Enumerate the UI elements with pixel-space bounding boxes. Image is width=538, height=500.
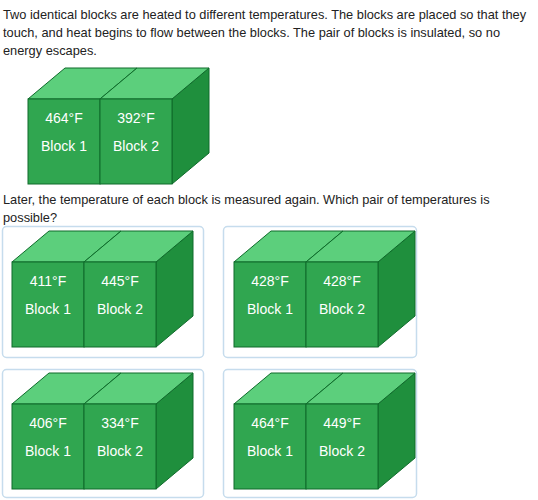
temperature-value: 428°F bbox=[234, 272, 306, 290]
answer-panel bbox=[224, 227, 417, 358]
block-top-face bbox=[306, 231, 415, 262]
temperature-value: 464°F bbox=[28, 109, 100, 127]
temperature-block: 406°F Block 1 bbox=[12, 404, 84, 489]
block-name: Block 2 bbox=[306, 442, 378, 460]
block-front-face bbox=[234, 404, 306, 489]
block-front-face bbox=[84, 262, 156, 347]
block-front-face bbox=[84, 404, 156, 489]
temperature-value: 445°F bbox=[84, 272, 156, 290]
temperature-value: 392°F bbox=[100, 109, 172, 127]
block-front-face bbox=[306, 404, 378, 489]
block-name: Block 2 bbox=[84, 300, 156, 318]
answer-panel bbox=[224, 370, 417, 498]
temperature-block: 428°F Block 2 bbox=[306, 262, 378, 347]
temperature-block: 464°F Block 1 bbox=[28, 99, 100, 184]
temperature-block: 411°F Block 1 bbox=[12, 262, 84, 347]
temperature-value: 406°F bbox=[12, 414, 84, 432]
temperature-value: 449°F bbox=[306, 414, 378, 432]
block-front-face bbox=[234, 262, 306, 347]
block-top-face bbox=[306, 373, 415, 404]
question-text: Two identical blocks are heated to diffe… bbox=[3, 6, 537, 60]
block-front-face bbox=[12, 262, 84, 347]
temperature-value: 428°F bbox=[306, 272, 378, 290]
answer-panel bbox=[3, 370, 204, 498]
answer-panel bbox=[3, 227, 204, 358]
block-top-face bbox=[84, 231, 193, 262]
temperature-value: 464°F bbox=[234, 414, 306, 432]
block-name: Block 1 bbox=[234, 300, 306, 318]
block-top-face bbox=[84, 373, 193, 404]
block-front-face bbox=[100, 99, 172, 184]
block-name: Block 2 bbox=[100, 137, 172, 155]
block-front-face bbox=[306, 262, 378, 347]
block-name: Block 1 bbox=[12, 300, 84, 318]
block-top-face bbox=[100, 68, 209, 99]
block-name: Block 2 bbox=[306, 300, 378, 318]
block-name: Block 2 bbox=[84, 442, 156, 460]
block-name: Block 1 bbox=[28, 137, 100, 155]
question-text: Later, the temperature of each block is … bbox=[3, 191, 537, 227]
temperature-block: 445°F Block 2 bbox=[84, 262, 156, 347]
temperature-block: 449°F Block 2 bbox=[306, 404, 378, 489]
block-name: Block 1 bbox=[234, 442, 306, 460]
block-name: Block 1 bbox=[12, 442, 84, 460]
temperature-block: 428°F Block 1 bbox=[234, 262, 306, 347]
temperature-value: 411°F bbox=[12, 272, 84, 290]
temperature-block: 334°F Block 2 bbox=[84, 404, 156, 489]
block-front-face bbox=[28, 99, 100, 184]
temperature-block: 464°F Block 1 bbox=[234, 404, 306, 489]
temperature-block: 392°F Block 2 bbox=[100, 99, 172, 184]
temperature-value: 334°F bbox=[84, 414, 156, 432]
block-front-face bbox=[12, 404, 84, 489]
